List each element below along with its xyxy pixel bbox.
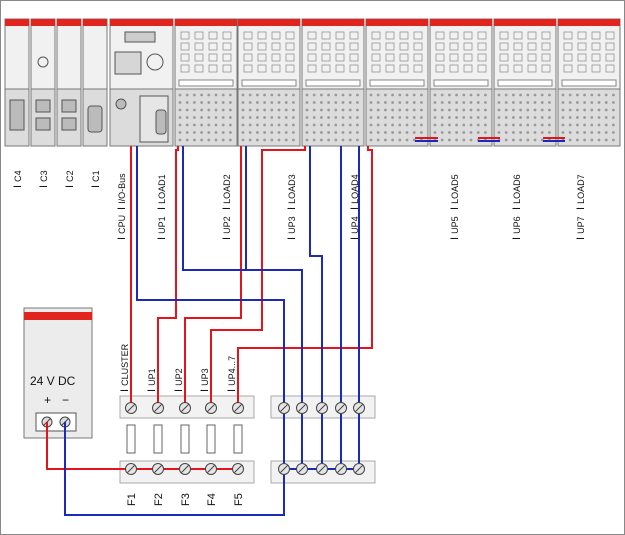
neg-terminal-bottom-4 xyxy=(335,463,347,475)
fuse-label-f3: F3 xyxy=(180,493,192,506)
fuse-terminal-bottom-1 xyxy=(125,463,137,475)
wiring xyxy=(46,137,565,516)
io-module-6 xyxy=(493,18,557,147)
current-label-load2: I LOAD2 xyxy=(221,174,233,210)
wire-up2-pos xyxy=(184,146,242,408)
current-label-up2: I UP2 xyxy=(221,216,233,240)
wire-up1-pos xyxy=(157,146,179,408)
io-module-7 xyxy=(557,18,621,147)
fuse-terminal-bottom-2 xyxy=(152,463,164,475)
current-label-load6: I LOAD6 xyxy=(511,174,523,210)
feed-labels: I CLUSTER I UP1 I UP2 I UP3 I UP4...7 xyxy=(119,343,238,392)
fuse-terminal-top-2 xyxy=(152,402,164,414)
neg-terminal-bottom-1 xyxy=(278,463,290,475)
current-label-load1: I LOAD1 xyxy=(156,174,168,210)
fuse-5 xyxy=(233,424,243,454)
current-label-up7: I UP7 xyxy=(575,216,587,240)
wire-up3-neg xyxy=(309,146,323,408)
current-label-up1: I UP1 xyxy=(156,216,168,240)
io-modules xyxy=(174,18,621,147)
neg-terminal-bottom-2 xyxy=(296,463,308,475)
neg-terminal-bottom-5 xyxy=(353,463,365,475)
neg-terminal-bottom-3 xyxy=(316,463,328,475)
wire-psu-pos xyxy=(46,422,131,470)
feed-label-3: I UP2 xyxy=(173,368,185,392)
feed-label-5: I UP4...7 xyxy=(226,356,238,392)
fuse-label-f2: F2 xyxy=(153,493,165,506)
io-module-3 xyxy=(301,18,365,147)
feed-label-1: I CLUSTER xyxy=(119,343,131,392)
current-label-load4: I LOAD4 xyxy=(349,174,361,210)
fuse-4 xyxy=(206,424,216,454)
io-module-1 xyxy=(174,18,238,147)
neg-terminal-top-3 xyxy=(316,402,328,414)
fuse-labels: F1 F2 F3 F4 F5 xyxy=(126,493,245,506)
current-label-io-bus: I I/O-Bus xyxy=(116,173,128,210)
cpu-module xyxy=(109,18,174,147)
wire-up4-7-pos xyxy=(237,146,373,408)
neg-terminal-top-4 xyxy=(335,402,347,414)
wire-cluster-neg xyxy=(136,146,285,408)
module-rack xyxy=(4,18,621,147)
feed-label-2: I UP1 xyxy=(146,368,158,392)
comm-module-c3 xyxy=(30,18,56,147)
fuse-terminal-top-4 xyxy=(205,402,217,414)
current-label-load5: I LOAD5 xyxy=(449,174,461,210)
psu-plus: + xyxy=(44,393,51,407)
current-label-up4: I UP4 xyxy=(349,216,361,240)
fuse-terminal-top-1 xyxy=(125,402,137,414)
wire-up2-neg xyxy=(245,146,303,271)
psu-label: 24 V DC xyxy=(30,374,76,388)
current-label-c4: I C4 xyxy=(12,170,24,188)
io-module-2 xyxy=(237,18,301,147)
feed-label-4: I UP3 xyxy=(199,368,211,392)
psu-minus: − xyxy=(62,393,69,407)
io-module-4 xyxy=(365,18,429,147)
current-label-cpu: I CPU xyxy=(116,215,128,240)
module-current-labels: I C4 I C3 I C2 I C1 I I/O-Bus I CPU I LOAD1 I L… xyxy=(12,170,587,240)
fuse-1 xyxy=(126,424,136,454)
comm-module-c2 xyxy=(56,18,82,147)
fuse-2 xyxy=(153,424,163,454)
comm-module-c1 xyxy=(82,18,108,147)
fuse-label-f4: F4 xyxy=(206,493,218,506)
wire-up1-neg xyxy=(182,146,303,408)
wire-psu-neg xyxy=(64,422,285,516)
fuse-label-f5: F5 xyxy=(233,493,245,506)
current-label-load7: I LOAD7 xyxy=(575,174,587,210)
current-label-up6: I UP6 xyxy=(511,216,523,240)
current-label-c3: I C3 xyxy=(38,170,50,188)
power-supply-24vdc: 24 V DC + − xyxy=(23,307,93,439)
fuse-label-f1: F1 xyxy=(126,493,138,506)
neg-terminal-top-5 xyxy=(353,402,365,414)
fuse-3 xyxy=(180,424,190,454)
fuse-terminal-bottom-4 xyxy=(205,463,217,475)
neg-terminal-top-1 xyxy=(278,402,290,414)
current-label-c2: I C2 xyxy=(64,170,76,188)
neg-terminal-top-2 xyxy=(296,402,308,414)
io-module-5 xyxy=(429,18,493,147)
fuse-terminal-bottom-5 xyxy=(232,463,244,475)
current-label-load3: I LOAD3 xyxy=(286,174,298,210)
current-label-c1: I C1 xyxy=(90,170,102,188)
comm-module-c4 xyxy=(4,18,30,147)
terminals xyxy=(125,402,365,475)
current-label-up5: I UP5 xyxy=(449,216,461,240)
fuse-terminal-top-3 xyxy=(179,402,191,414)
fuse-terminal-top-5 xyxy=(232,402,244,414)
current-label-up3: I UP3 xyxy=(286,216,298,240)
wire-up3-pos xyxy=(210,146,306,408)
fuse-terminal-bottom-3 xyxy=(179,463,191,475)
